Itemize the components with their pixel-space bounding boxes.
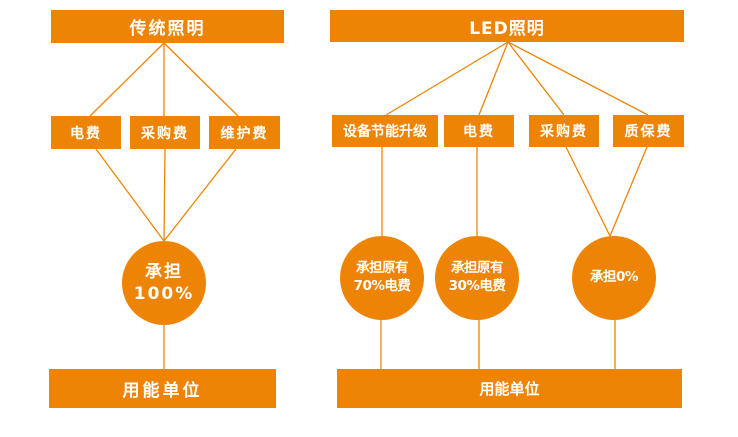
traditional-cost-electricity: 电费 xyxy=(51,116,121,149)
led-title-to-electricity-line xyxy=(478,41,509,116)
led-share-circle-0: 承担0% xyxy=(572,236,656,320)
led-title-to-warranty-line xyxy=(507,41,649,116)
led-purchase-to-share0-line xyxy=(565,146,611,237)
share-label: 承担 xyxy=(145,261,183,282)
traditional-energy-user: 用能单位 xyxy=(49,369,276,408)
share-label: 承担0% xyxy=(590,269,638,286)
led-cost-electricity: 电费 xyxy=(444,115,514,147)
led-title-to-purchase-line xyxy=(507,41,565,116)
trad-electricity-to-share-line xyxy=(95,148,165,242)
led-energy-user: 用能单位 xyxy=(337,369,682,408)
led-share-circle-30: 承担原有 30%电费 xyxy=(435,236,519,320)
trad-title-to-maintenance-line xyxy=(163,42,239,117)
traditional-cost-maintenance: 维护费 xyxy=(209,116,280,149)
share-value: 30%电费 xyxy=(448,278,506,294)
led-cost-equipment-upgrade: 设备节能升级 xyxy=(332,115,438,147)
led-lighting-title: LED照明 xyxy=(330,10,684,42)
traditional-share-circle: 承担 100% xyxy=(122,241,206,325)
traditional-lighting-title: 传统照明 xyxy=(51,10,284,43)
share-label: 承担原有 xyxy=(356,260,409,277)
trad-title-to-electricity-line xyxy=(89,42,165,117)
led-title-to-upgrade-line xyxy=(385,41,509,116)
trad-purchase-to-share-line xyxy=(163,148,166,242)
led-cost-purchase: 采购费 xyxy=(529,115,599,147)
share-label: 承担原有 xyxy=(451,260,504,277)
share-value: 70%电费 xyxy=(353,278,411,294)
led-warranty-to-share0-line xyxy=(609,146,648,237)
led-cost-warranty: 质保费 xyxy=(613,115,684,147)
trad-maintenance-to-share-line xyxy=(163,148,237,242)
traditional-cost-purchase: 采购费 xyxy=(130,116,200,149)
share-value: 100% xyxy=(133,284,195,304)
led-share-circle-70: 承担原有 70%电费 xyxy=(340,236,424,320)
